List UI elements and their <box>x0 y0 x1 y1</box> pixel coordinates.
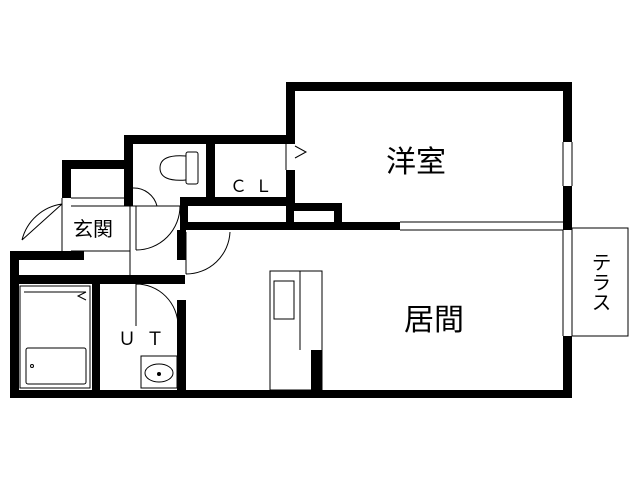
wall-ut-right-lower <box>177 300 186 398</box>
bath-door-arrow <box>76 291 87 301</box>
wall-left-outer <box>10 251 19 398</box>
wall-bottom <box>10 390 572 398</box>
wall-western-left <box>286 82 295 142</box>
wall-closet-left-lower <box>180 197 188 230</box>
wall-closet-bottom <box>180 197 295 206</box>
bathtub-icon <box>19 285 91 389</box>
room-label-terrace: テラス <box>588 252 612 312</box>
wall-entrance-top <box>62 160 133 169</box>
wall-bath-top <box>10 251 84 260</box>
wall-bath-top-mid <box>10 275 185 284</box>
wall-pillar-box-left <box>286 203 294 230</box>
ut-door-swing <box>135 283 179 327</box>
living-door-swing <box>185 231 231 275</box>
room-label-ut: ＵＴ <box>118 329 174 350</box>
entrance-door-swing <box>135 205 181 251</box>
wall-kitchen-pillar <box>311 350 322 390</box>
washbasin-icon <box>140 355 178 389</box>
wall-bath-ut-divider <box>92 284 100 398</box>
wall-east-bottom <box>563 336 572 398</box>
wall-pillar-box-right <box>334 203 342 230</box>
closet-door-arrow <box>294 145 308 159</box>
toilet-icon <box>159 151 199 185</box>
wall-pillar-box-top <box>286 203 342 211</box>
kitchen-counter <box>269 270 323 391</box>
wall-western-right <box>563 82 572 142</box>
room-label-living: 居間 <box>404 303 464 338</box>
wall-east-lower <box>563 186 572 230</box>
wall-entrance-right-stub <box>124 188 133 206</box>
wall-western-top <box>286 82 572 91</box>
room-label-closet: ＣＬ <box>230 177 280 197</box>
room-label-entrance: 玄関 <box>73 217 113 241</box>
terrace-outline <box>571 227 629 337</box>
front-door-swing <box>21 203 63 241</box>
wall-ut-right <box>177 230 186 260</box>
toilet-door-swing <box>132 187 158 207</box>
wall-entrance-left-upper <box>62 160 71 198</box>
wall-toilet-cl-divider <box>206 144 215 197</box>
wall-toilet-top <box>124 135 295 144</box>
wall-closet-right-lower <box>286 170 295 206</box>
room-label-western: 洋室 <box>386 145 446 180</box>
